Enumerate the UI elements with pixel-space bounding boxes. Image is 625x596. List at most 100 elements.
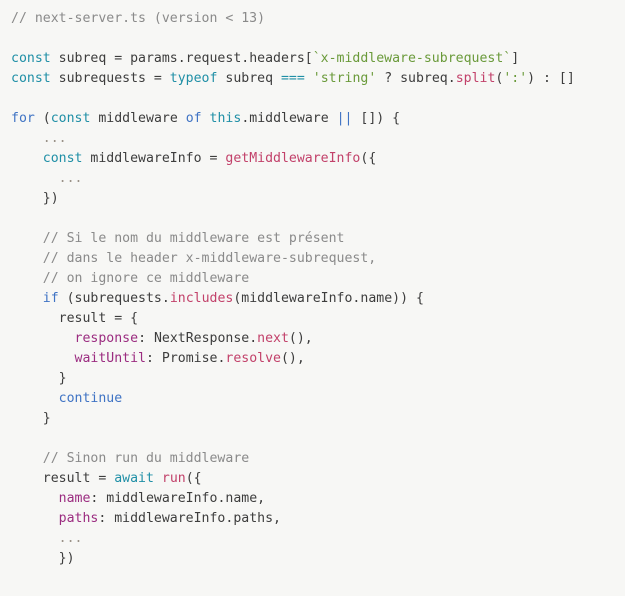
code-line: result = await run({ xyxy=(11,469,625,489)
code-token-plain: subrequests = xyxy=(50,71,170,86)
code-token-plain xyxy=(11,271,43,286)
code-line: waitUntil: Promise.resolve(), xyxy=(11,349,625,369)
code-token-plain: ( xyxy=(495,71,504,86)
code-line: ... xyxy=(11,169,625,189)
code-line: if (subrequests.includes(middlewareInfo.… xyxy=(11,289,625,309)
code-token-plain: ({ xyxy=(360,151,377,166)
code-token-plain xyxy=(305,71,313,86)
code-token-plain: } xyxy=(11,371,67,386)
code-token-plain: : middlewareInfo.paths, xyxy=(98,511,281,526)
code-token-plain xyxy=(11,491,59,506)
code-token-plain: middleware xyxy=(90,111,186,126)
code-token-plain: : Promise. xyxy=(146,351,226,366)
code-token-function: next xyxy=(257,331,289,346)
code-token-plain xyxy=(11,391,59,406)
code-token-plain: (subrequests. xyxy=(58,291,170,306)
code-token-plain xyxy=(11,531,59,546)
code-token-control: continue xyxy=(58,391,123,406)
code-token-key: name xyxy=(58,491,91,506)
code-token-plain: subreq = params.request.headers[ xyxy=(50,51,313,66)
code-token-plain xyxy=(11,231,43,246)
code-line: // Sinon run du middleware xyxy=(11,449,625,469)
code-line xyxy=(11,209,625,229)
code-line: for (const middleware of this.middleware… xyxy=(11,109,625,129)
code-token-plain xyxy=(202,111,210,126)
code-token-plain xyxy=(11,291,43,306)
code-token-comment: // Si le nom du middleware est présent xyxy=(42,231,345,246)
code-token-plain: subreq xyxy=(217,71,281,86)
code-token-plain: (), xyxy=(280,351,305,366)
code-token-comment: // Sinon run du middleware xyxy=(42,451,250,466)
code-token-function: run xyxy=(161,471,186,486)
code-lines-container: // next-server.ts (version < 13) const s… xyxy=(11,9,625,569)
code-line: ... xyxy=(11,529,625,549)
code-line: }) xyxy=(11,189,625,209)
code-token-comment: // next-server.ts (version < 13) xyxy=(11,11,266,26)
code-token-plain: (), xyxy=(288,331,313,346)
code-token-keyword: === xyxy=(280,71,305,86)
code-token-ellipsis: ... xyxy=(58,171,83,186)
code-token-plain: : NextResponse. xyxy=(138,331,258,346)
code-line: ... xyxy=(11,129,625,149)
code-token-key: paths xyxy=(58,511,99,526)
code-line: // Si le nom du middleware est présent xyxy=(11,229,625,249)
code-token-function: includes xyxy=(169,291,234,306)
code-token-plain xyxy=(11,451,43,466)
code-token-string: `x-middleware-subrequest` xyxy=(312,51,512,66)
code-line: result = { xyxy=(11,309,625,329)
code-line: // dans le header x-middleware-subreques… xyxy=(11,249,625,269)
code-line: // next-server.ts (version < 13) xyxy=(11,9,625,29)
code-line: } xyxy=(11,409,625,429)
code-token-keyword: this xyxy=(209,111,242,126)
code-line: }) xyxy=(11,549,625,569)
code-token-plain xyxy=(11,331,75,346)
code-token-string: 'string' xyxy=(312,71,377,86)
code-token-function: split xyxy=(455,71,496,86)
code-line: name: middlewareInfo.name, xyxy=(11,489,625,509)
code-token-control: if xyxy=(42,291,59,306)
code-token-plain: ({ xyxy=(185,471,202,486)
code-line: response: NextResponse.next(), xyxy=(11,329,625,349)
code-token-comment: // dans le header x-middleware-subreques… xyxy=(42,251,377,266)
code-token-key: waitUntil xyxy=(74,351,146,366)
code-line: // on ignore ce middleware xyxy=(11,269,625,289)
code-token-plain: ) : [] xyxy=(527,71,575,86)
code-token-keyword: const xyxy=(42,151,83,166)
code-line: paths: middlewareInfo.paths, xyxy=(11,509,625,529)
code-token-plain: ( xyxy=(34,111,51,126)
code-token-plain: result = xyxy=(11,471,115,486)
code-token-plain: } xyxy=(11,411,51,426)
code-token-keyword: const xyxy=(50,111,91,126)
code-token-plain: ] xyxy=(511,51,520,66)
code-token-plain: ? subreq. xyxy=(376,71,456,86)
code-token-ellipsis: ... xyxy=(42,131,67,146)
code-token-comment: // on ignore ce middleware xyxy=(42,271,250,286)
code-line: const middlewareInfo = getMiddlewareInfo… xyxy=(11,149,625,169)
code-token-string: ':' xyxy=(503,71,528,86)
code-line: continue xyxy=(11,389,625,409)
code-token-control: || xyxy=(336,111,353,126)
code-token-plain xyxy=(11,171,59,186)
code-token-plain: (middlewareInfo.name)) { xyxy=(233,291,424,306)
code-token-function: getMiddlewareInfo xyxy=(225,151,361,166)
code-token-plain xyxy=(11,251,43,266)
code-token-plain xyxy=(154,471,162,486)
code-token-control: of xyxy=(185,111,202,126)
code-token-plain: : middlewareInfo.name, xyxy=(90,491,266,506)
code-token-plain xyxy=(11,151,43,166)
code-line: const subreq = params.request.headers[`x… xyxy=(11,49,625,69)
code-token-plain: }) xyxy=(11,191,59,206)
code-token-plain xyxy=(11,131,43,146)
code-token-keyword: const xyxy=(11,71,51,86)
code-token-plain: result = { xyxy=(11,311,139,326)
code-token-control: for xyxy=(11,111,35,126)
code-token-function: resolve xyxy=(225,351,281,366)
code-token-plain xyxy=(11,351,75,366)
code-token-keyword: typeof xyxy=(169,71,218,86)
code-token-plain: }) xyxy=(11,551,75,566)
code-token-keyword: const xyxy=(11,51,51,66)
code-token-plain xyxy=(11,511,59,526)
code-line xyxy=(11,429,625,449)
code-token-keyword: await xyxy=(114,471,154,486)
